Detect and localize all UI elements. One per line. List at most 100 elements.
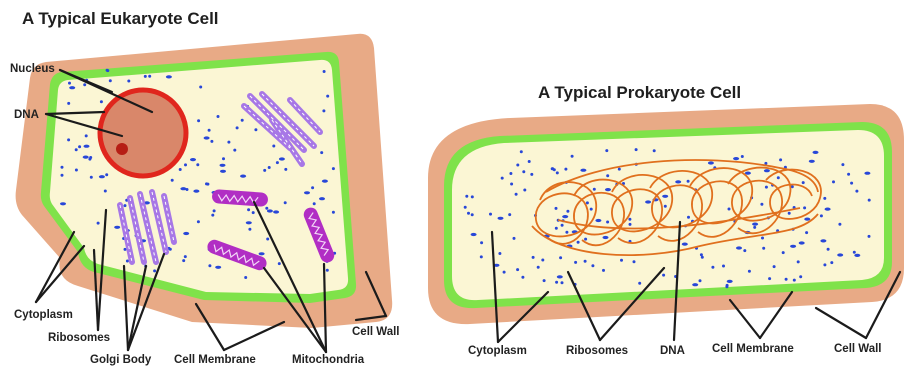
ribosome	[263, 169, 266, 172]
ribosome	[278, 262, 281, 265]
ribosome	[233, 149, 236, 152]
ribosome	[521, 276, 524, 279]
ribosome	[179, 168, 182, 171]
ribosome	[574, 261, 577, 264]
ribosome	[793, 279, 796, 282]
ribosome	[220, 170, 226, 173]
ribosome	[84, 145, 90, 148]
ribosome	[777, 176, 780, 179]
ribosome	[868, 235, 871, 238]
ribosome	[760, 203, 763, 206]
ribosome	[193, 190, 199, 193]
ribosome	[682, 243, 688, 246]
ribosome	[220, 164, 226, 167]
label-cell-membrane: Cell Membrane	[174, 354, 256, 366]
ribosome	[638, 282, 641, 285]
ribosome	[564, 168, 567, 171]
ribosome	[509, 172, 512, 175]
ribosome	[241, 119, 244, 122]
ribosome	[823, 197, 826, 200]
ribosome	[555, 227, 558, 230]
ribosome	[67, 138, 70, 141]
ribosome	[635, 148, 638, 151]
ribosome	[708, 161, 714, 164]
ribosome	[90, 176, 93, 179]
ribosome	[699, 279, 702, 282]
ribosome	[99, 175, 105, 178]
ribosome	[559, 256, 562, 259]
ribosome	[530, 173, 533, 176]
ribosome	[805, 231, 808, 234]
label-cytoplasm-prokaryote: Cytoplasm	[468, 345, 527, 357]
ribosome	[197, 119, 200, 122]
ribosome	[144, 75, 147, 78]
label-cell-membrane-prokaryote: Cell Membrane	[712, 343, 794, 355]
ribosome	[480, 241, 483, 244]
ribosome	[850, 182, 853, 185]
ribosome	[254, 128, 257, 131]
ribosome	[864, 172, 870, 175]
ribosome	[711, 266, 714, 269]
ribosome	[78, 145, 81, 148]
ribosome	[267, 209, 273, 212]
ribosome	[605, 188, 611, 191]
ribosome	[557, 275, 563, 278]
ribosome	[190, 158, 196, 161]
label-dna: DNA	[14, 109, 39, 121]
ribosome	[785, 278, 788, 281]
nucleolus	[116, 143, 128, 155]
ribosome	[83, 156, 89, 159]
prokaryote-cytoplasm	[452, 130, 884, 300]
ribosome	[326, 95, 329, 98]
ribosome	[182, 259, 185, 262]
eukaryote-diagram: A Typical Eukaryote Cell	[10, 9, 400, 366]
ribosome	[268, 166, 271, 169]
ribosome	[313, 202, 316, 205]
label-cell-wall-prokaryote: Cell Wall	[834, 343, 882, 355]
ribosome	[803, 206, 806, 209]
ribosome	[204, 136, 210, 139]
ribosome	[166, 75, 172, 78]
ribosome	[247, 208, 250, 211]
ribosome	[265, 207, 268, 210]
ribosome	[701, 256, 704, 259]
ribosome	[603, 236, 609, 239]
ribosome	[240, 175, 246, 178]
prokaryote-diagram: A Typical Prokaryote Cell	[428, 83, 904, 357]
ribosome	[85, 134, 88, 137]
ribosome	[562, 215, 568, 218]
ribosome	[319, 197, 325, 200]
ribosome	[109, 79, 112, 82]
ribosome	[222, 157, 225, 160]
ribosome	[100, 100, 103, 103]
ribosome	[213, 209, 216, 212]
ribosome	[556, 171, 559, 174]
ribosome	[584, 238, 587, 241]
ribosome	[510, 183, 513, 186]
ribosome	[503, 271, 506, 274]
ribosome	[471, 233, 477, 236]
ribosome	[126, 260, 129, 263]
ribosome	[184, 163, 187, 166]
ribosome	[114, 226, 120, 229]
ribosome	[854, 254, 860, 257]
ribosome	[551, 167, 554, 170]
ribosome	[322, 180, 328, 183]
ribosome	[675, 180, 681, 183]
ribosome	[124, 248, 127, 251]
ribosome	[855, 190, 858, 193]
ribosome	[555, 281, 558, 284]
ribosome	[326, 269, 329, 272]
ribosome	[184, 255, 187, 258]
ribosome	[733, 157, 739, 160]
ribosome	[196, 163, 199, 166]
ribosome	[629, 223, 632, 226]
label-mitochondria: Mitochondria	[292, 354, 365, 366]
ribosome	[523, 189, 526, 192]
ribosome	[762, 247, 765, 250]
ribosome	[790, 245, 796, 248]
ribosome	[508, 213, 511, 216]
ribosome	[586, 201, 589, 204]
ribosome	[236, 126, 239, 129]
